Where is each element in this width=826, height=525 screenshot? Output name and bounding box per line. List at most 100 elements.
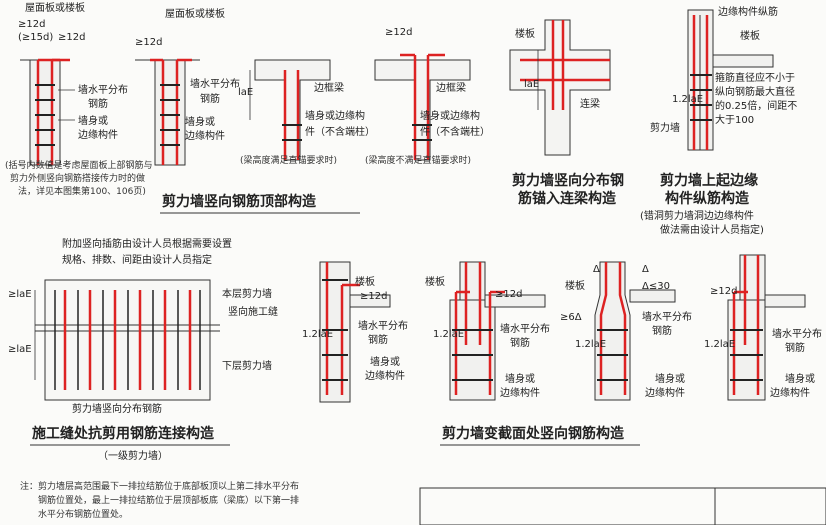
d4-beam: 边框梁 — [436, 83, 466, 94]
detail-8-section-change — [319, 261, 391, 403]
d6-note-3: 的0.25倍，间距不 — [715, 101, 798, 112]
d10-hz: 墙水平分布 — [642, 312, 692, 323]
d7-sub: （一级剪力墙） — [98, 451, 168, 462]
d7-lower: 下层剪力墙 — [222, 361, 272, 372]
d8-slab: 楼板 — [355, 277, 375, 288]
d2-wall-label: 墙身或 — [185, 117, 215, 128]
d6-title-1: 剪力墙上起边缘 — [660, 173, 758, 189]
d6-wall: 剪力墙 — [650, 123, 680, 134]
d5-dim: laE — [524, 79, 540, 90]
d6-note-4: 大于100 — [715, 115, 755, 126]
footnote-3: 水平分布钢筋位置处。 — [38, 510, 129, 520]
d2-top-label: 屋面板或楼板 — [165, 9, 225, 20]
d1-top-label: 屋面板或楼板 — [25, 3, 85, 14]
d11-dim-side: 1.2laE — [704, 339, 736, 350]
d7-title: 施工缝处抗剪用钢筋连接构造 — [32, 426, 214, 442]
detail-3-frame-beam — [249, 59, 331, 161]
d7-note-1: 附加竖向插筋由设计人员根据需要设置 — [62, 239, 232, 250]
d10-dim-side: 1.2laE — [575, 339, 607, 350]
footnote-1: 注：剪力墙层高范围最下一排拉结筋位于底部板顶以上第二排水平分布 — [20, 482, 300, 492]
left-note-3: 法，详见本图集第100、106页) — [18, 187, 146, 197]
d2-wall-label2: 边缘构件 — [185, 131, 225, 142]
detail-11-section-change — [727, 254, 806, 401]
d7-dim-2: ≥laE — [8, 344, 32, 355]
d7-bottom: 剪力墙竖向分布钢筋 — [72, 404, 162, 415]
detail-1-top-anchor — [20, 58, 75, 166]
d1-hz-label: 墙水平分布 — [78, 85, 128, 96]
d10-dim-6: ≥6Δ — [560, 312, 582, 323]
d4-label2: 件（不含端柱） — [420, 127, 490, 138]
detail-7-construction-joint — [34, 279, 220, 401]
d10-hz2: 钢筋 — [652, 326, 672, 337]
d1-dim-b: (≥15d) — [18, 32, 54, 43]
d10-delta2: Δ — [642, 264, 649, 275]
d3-label: 墙身或边缘构 — [305, 111, 365, 122]
d2-hz-label2: 钢筋 — [200, 94, 220, 105]
left-note-1: (括号内数值是考虑屋面板上部钢筋与 — [5, 161, 153, 171]
title-top-anchor: 剪力墙竖向钢筋顶部构造 — [162, 194, 316, 210]
d3-caption: (梁高度满足直锚要求时) — [240, 156, 338, 166]
d10-delta-lim: Δ≤30 — [642, 281, 670, 292]
d3-label2: 件（不含端柱） — [305, 127, 375, 138]
d8-wall: 墙身或 — [370, 357, 400, 368]
detail-4-frame-beam — [374, 53, 471, 161]
d11-dim-top: ≥12d — [710, 286, 738, 297]
d1-wall-label2: 边缘构件 — [78, 130, 118, 141]
d11-wall: 墙身或 — [785, 374, 815, 385]
d6-sub-2: 做法需由设计人员指定) — [660, 225, 764, 236]
detail-5-coupling-beam — [509, 19, 611, 156]
footnote-2: 钢筋位置处，最上一排拉结筋位于层顶部板底（梁底）以下第一排 — [38, 496, 300, 506]
d10-delta: Δ — [593, 264, 600, 275]
left-note-2: 剪力外侧竖向钢筋搭接传力时的做 — [10, 174, 146, 184]
d7-joint: 竖向施工缝 — [228, 307, 278, 318]
d11-hz2: 钢筋 — [785, 343, 805, 354]
d5-title-1: 剪力墙竖向分布钢 — [512, 173, 624, 189]
d11-wall2: 边缘构件 — [770, 388, 810, 399]
d8-hz: 墙水平分布 — [358, 321, 408, 332]
detail-9-section-change — [449, 261, 546, 401]
d8-wall2: 边缘构件 — [365, 371, 405, 382]
d4-caption: (梁高度不满足直锚要求时) — [365, 156, 472, 166]
d6-note-1: 箍筋直径应不小于 — [715, 73, 795, 84]
d9-hz2: 钢筋 — [510, 338, 530, 349]
detail-2-top-anchor — [135, 58, 200, 166]
title-section-change: 剪力墙变截面处竖向钢筋构造 — [442, 426, 624, 442]
d3-beam: 边框梁 — [314, 83, 344, 94]
d6-slab: 楼板 — [740, 31, 760, 42]
d4-dim: ≥12d — [385, 27, 413, 38]
d8-dim-top: ≥12d — [360, 291, 388, 302]
d8-dim-side: 1.2laE — [302, 329, 334, 340]
d10-slab: 楼板 — [565, 281, 585, 292]
d4-label: 墙身或边缘构 — [420, 111, 480, 122]
d6-title-2: 构件纵筋构造 — [665, 191, 749, 207]
d7-upper: 本层剪力墙 — [222, 289, 272, 300]
d9-wall2: 边缘构件 — [500, 388, 540, 399]
d5-slab: 楼板 — [515, 29, 535, 40]
d2-dim: ≥12d — [135, 37, 163, 48]
d7-dim-1: ≥laE — [8, 289, 32, 300]
d1-dim-a: ≥12d — [18, 19, 46, 30]
detail-6-boundary-member — [687, 9, 774, 151]
d9-dim-side: 1.2laE — [433, 329, 465, 340]
d9-slab: 楼板 — [425, 277, 445, 288]
d5-title-2: 筋锚入连梁构造 — [518, 191, 616, 207]
d6-note-2: 纵向钢筋最大直径 — [715, 87, 795, 98]
d8-hz2: 钢筋 — [368, 335, 388, 346]
d10-wall2: 边缘构件 — [645, 388, 685, 399]
d1-wall-label: 墙身或 — [78, 116, 108, 127]
d9-hz: 墙水平分布 — [500, 324, 550, 335]
d3-dim: laE — [238, 87, 254, 98]
d1-hz-label2: 钢筋 — [88, 99, 108, 110]
d10-wall: 墙身或 — [655, 374, 685, 385]
d6-sub-1: (错洞剪力墙洞边边缘构件 — [640, 211, 754, 222]
detail-10-section-change — [594, 261, 676, 401]
d2-hz-label: 墙水平分布 — [190, 79, 240, 90]
d6-dim: 1.2laE — [672, 94, 704, 105]
d6-top: 边缘构件纵筋 — [718, 7, 778, 18]
d7-note-2: 规格、排数、间距由设计人员指定 — [62, 255, 212, 266]
d11-hz: 墙水平分布 — [772, 329, 822, 340]
d1-dim-c: ≥12d — [58, 32, 86, 43]
d5-beam: 连梁 — [580, 99, 600, 110]
d9-dim-top: ≥12d — [495, 289, 523, 300]
